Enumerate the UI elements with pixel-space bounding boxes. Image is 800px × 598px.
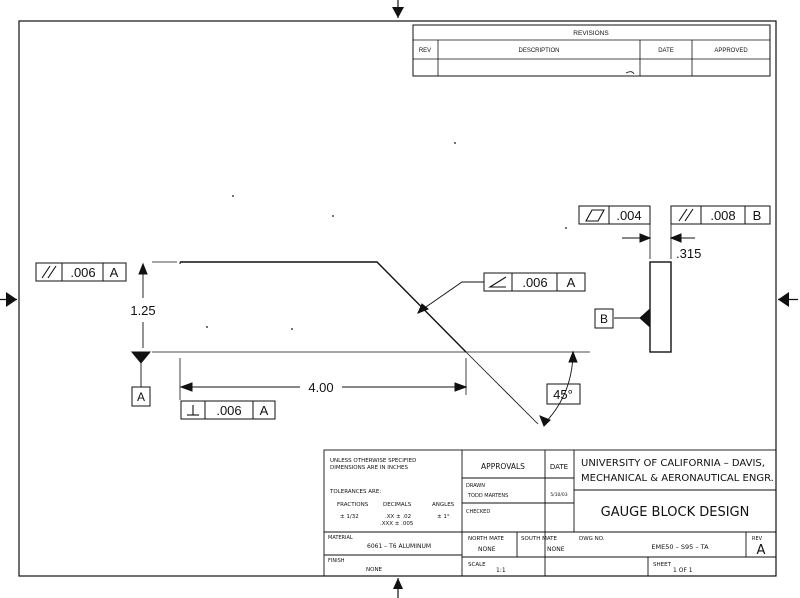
revisions-title: REVISIONS <box>573 30 609 37</box>
length-dimension: 4.00 <box>308 380 333 395</box>
south-mate-value: NONE <box>547 546 565 553</box>
flatness-callout: .004 <box>578 205 651 225</box>
parallelism-callout-right: .008 B <box>670 205 771 225</box>
part-outline <box>180 261 467 353</box>
datum-b-label: B <box>600 312 608 326</box>
revisions-col-rev: REV <box>419 48 431 54</box>
university-line-2: MECHANICAL & AERONAUTICAL ENGR. <box>581 473 774 484</box>
approvals-label: APPROVALS <box>481 462 525 471</box>
angle-dimension: 45° <box>553 387 573 402</box>
revisions-table: REVISIONS REV DESCRIPTION DATE APPROVED <box>412 24 771 77</box>
height-dimension: 1.25 <box>130 303 155 318</box>
gauge-block-front-view <box>130 261 590 427</box>
rev-value: A <box>757 543 766 558</box>
datum-a-box: A <box>131 386 151 407</box>
angularity-datum: A <box>567 275 576 290</box>
drawn-by: TODD MARTENS <box>467 493 508 499</box>
datum-b-box: B <box>594 308 614 329</box>
angularity-callout: .006 A <box>483 272 586 292</box>
university-line-1: UNIVERSITY OF CALIFORNIA – DAVIS, <box>581 458 765 469</box>
date-label: DATE <box>550 463 568 471</box>
scale-label: SCALE <box>468 562 486 568</box>
side-view-outline <box>649 261 672 353</box>
rev-label: REV <box>752 536 763 542</box>
south-mate-label: SOUTH MATE <box>521 536 558 542</box>
revisions-col-approved: APPROVED <box>714 48 748 54</box>
dwg-no-label: DWG NO. <box>579 536 605 542</box>
extension-line-slope <box>465 351 539 425</box>
material-label: MATERIAL <box>328 535 353 541</box>
revisions-col-description: DESCRIPTION <box>518 48 559 54</box>
gauge-block-side-view <box>614 224 695 353</box>
fractions-value: ± 1/32 <box>340 514 359 520</box>
north-mate-value: NONE <box>478 546 496 553</box>
north-mate-label: NORTH MATE <box>468 536 505 542</box>
thickness-dimension: .315 <box>676 246 701 261</box>
finish-value: NONE <box>366 567 383 573</box>
sheet-value: 1 OF 1 <box>673 567 693 574</box>
checked-label: CHECKED <box>466 509 490 515</box>
notes-line-2: DIMENSIONS ARE IN INCHES <box>330 465 408 471</box>
parallel-right-datum: B <box>753 208 762 223</box>
angularity-value: .006 <box>522 275 547 290</box>
material-value: 6061 – T6 ALUMINUM <box>367 543 431 550</box>
datum-a-triangle <box>130 351 152 364</box>
title-block: UNLESS OTHERWISE SPECIFIED DIMENSIONS AR… <box>323 449 777 577</box>
fractions-label: FRACTIONS <box>337 502 369 508</box>
angle-dimension-box: 45° <box>546 383 581 405</box>
dwg-no-value: EME50 – S95 – TA <box>651 543 709 551</box>
perpendicularity-callout: .006 A <box>180 400 276 420</box>
flatness-value: .004 <box>616 208 641 223</box>
finish-label: FINISH <box>328 558 345 564</box>
drawing-border <box>18 20 777 577</box>
perpendicular-datum: A <box>260 403 269 418</box>
revisions-col-date: DATE <box>658 48 674 54</box>
parallel-right-value: .008 <box>710 208 735 223</box>
scale-value: 1:1 <box>496 567 506 574</box>
notes-line-1: UNLESS OTHERWISE SPECIFIED <box>330 458 416 464</box>
angles-label: ANGLES <box>432 502 455 508</box>
tolerances-label: TOLERANCES ARE: <box>329 489 381 495</box>
drawing-title: GAUGE BLOCK DESIGN <box>601 505 750 520</box>
drawing-dots <box>206 142 567 330</box>
datum-b-triangle <box>639 307 651 329</box>
perpendicular-value: .006 <box>216 403 241 418</box>
drawn-date: 5/10/03 <box>550 492 567 498</box>
parallel-left-value: .006 <box>70 265 95 280</box>
decimals-label: DECIMALS <box>383 502 412 508</box>
angles-value: ± 1° <box>437 514 450 520</box>
sheet-label: SHEET <box>653 562 672 568</box>
parallel-left-datum: A <box>110 265 119 280</box>
decimals-value-2: .XXX ± .005 <box>380 521 414 527</box>
decimals-value-1: .XX ± .02 <box>385 514 411 520</box>
parallelism-callout-left: .006 A <box>35 262 127 282</box>
drawn-label: DRAWN <box>466 483 485 489</box>
datum-a-label: A <box>137 390 145 404</box>
